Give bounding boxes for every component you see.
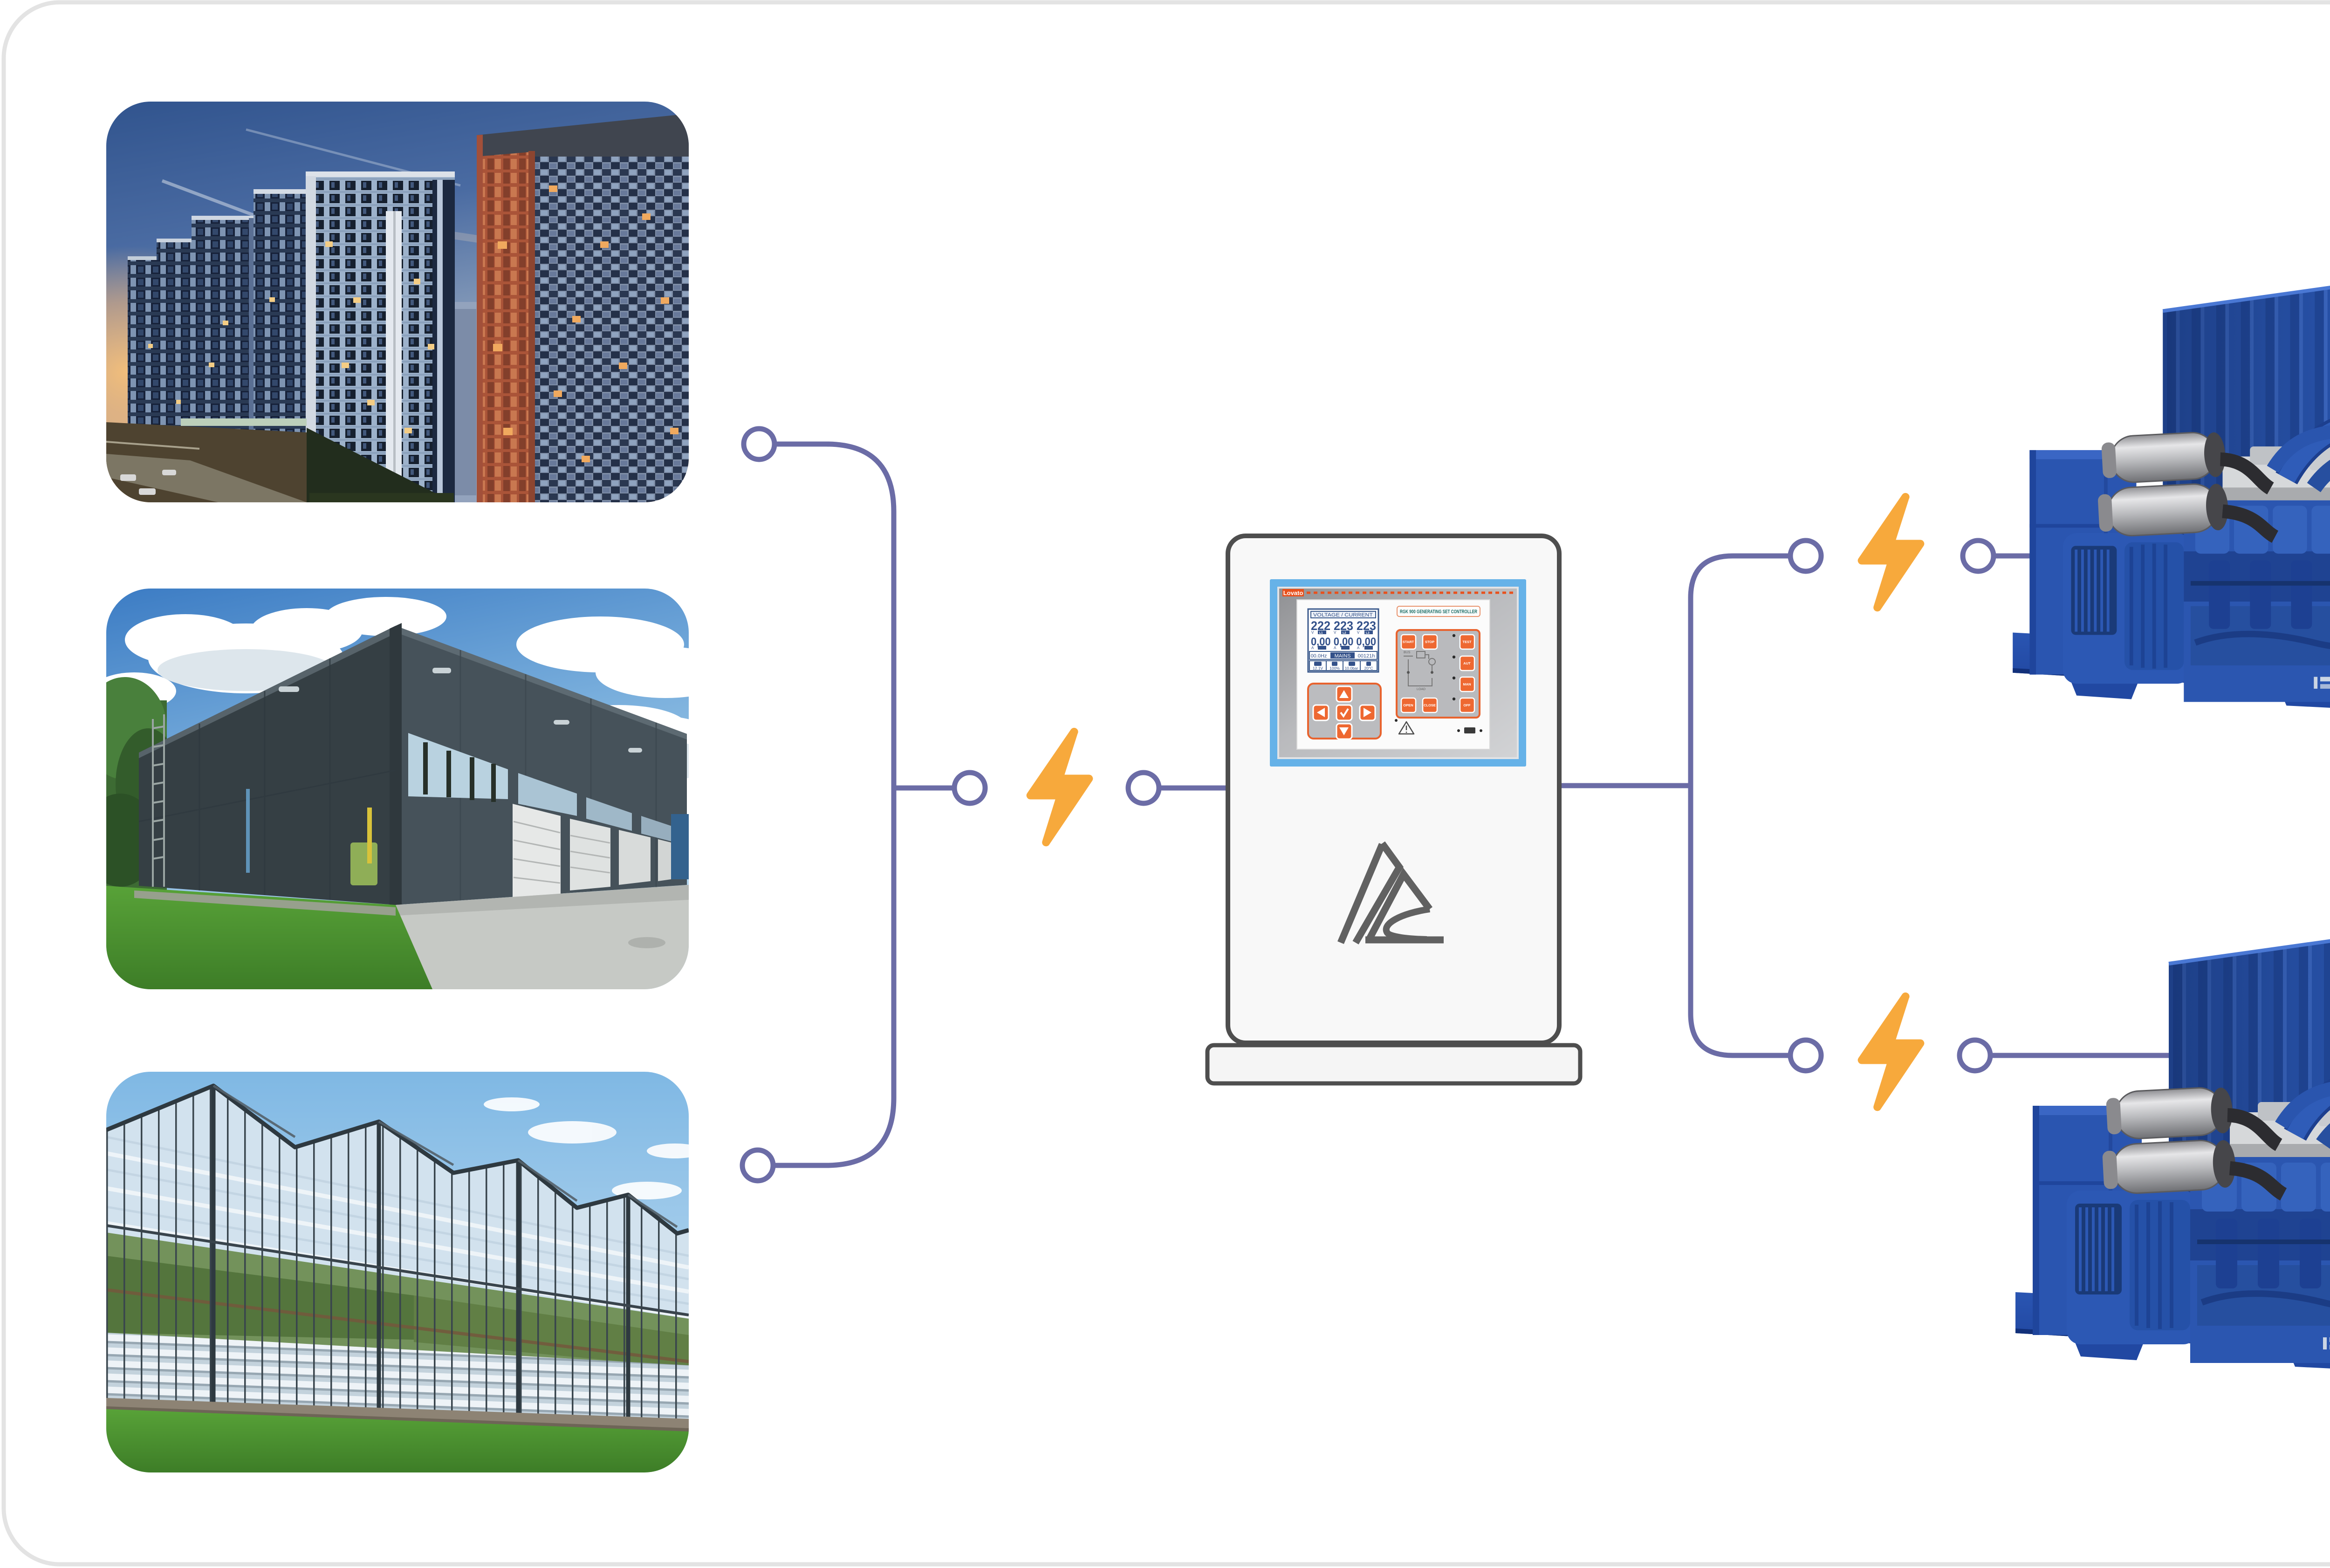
svg-text:L3: L3 bbox=[1366, 631, 1370, 635]
svg-text:CLOSE: CLOSE bbox=[1424, 703, 1436, 707]
svg-text:100%: 100% bbox=[1329, 666, 1340, 671]
svg-text:12.1V: 12.1V bbox=[1313, 666, 1323, 671]
svg-text:STOP: STOP bbox=[1425, 640, 1434, 644]
svg-text:LOAD: LOAD bbox=[1417, 688, 1425, 691]
svg-text:BUS: BUS bbox=[1404, 651, 1411, 654]
svg-text:V: V bbox=[1311, 630, 1314, 635]
svg-text:A: A bbox=[1357, 646, 1360, 650]
svg-text:00.0Hz: 00.0Hz bbox=[1311, 653, 1327, 659]
svg-text:AUT: AUT bbox=[1463, 661, 1471, 665]
svg-text:L2: L2 bbox=[1343, 631, 1346, 635]
svg-text:V: V bbox=[1357, 630, 1360, 635]
svg-text:20°C: 20°C bbox=[1364, 666, 1373, 671]
svg-text:OPEN: OPEN bbox=[1403, 703, 1413, 707]
svg-text:MAINS: MAINS bbox=[1335, 653, 1351, 659]
svg-text:00121h: 00121h bbox=[1358, 653, 1375, 659]
svg-text:A: A bbox=[1311, 646, 1314, 650]
svg-text:TEST: TEST bbox=[1462, 640, 1472, 644]
svg-text:RGK 900 GENERATING SET CONTROL: RGK 900 GENERATING SET CONTROLLER bbox=[1400, 609, 1477, 615]
svg-text:VOLTAGE / CURRENT: VOLTAGE / CURRENT bbox=[1313, 612, 1373, 618]
svg-text:L1: L1 bbox=[1319, 631, 1323, 635]
svg-text:MAN: MAN bbox=[1463, 682, 1471, 686]
svg-text:Lovato: Lovato bbox=[1283, 589, 1303, 596]
svg-text:V: V bbox=[1334, 630, 1336, 635]
svg-text:10.0bar: 10.0bar bbox=[1345, 666, 1358, 671]
svg-text:OFF: OFF bbox=[1464, 703, 1471, 707]
svg-text:A: A bbox=[1334, 646, 1336, 650]
svg-text:START: START bbox=[1403, 640, 1414, 644]
